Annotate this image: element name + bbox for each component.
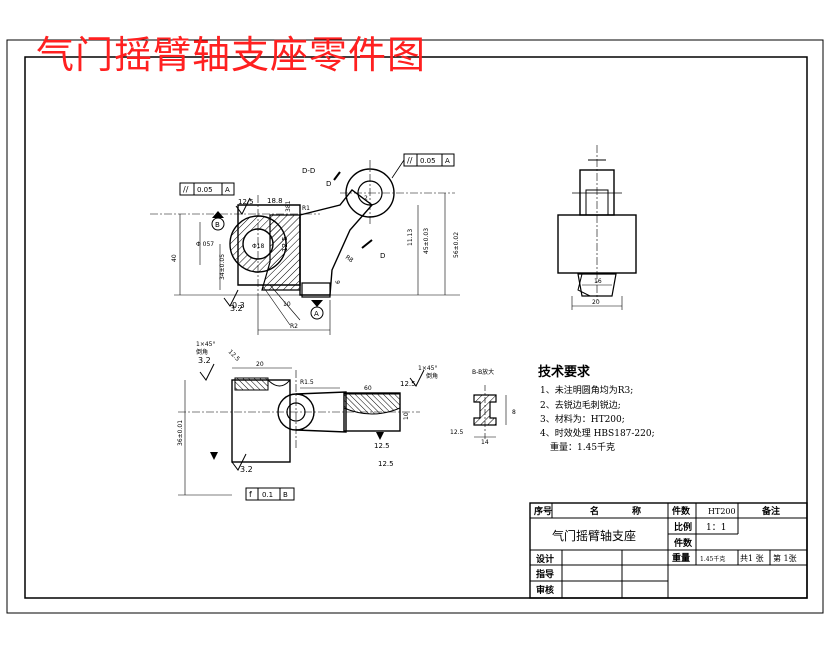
cut-letter-1: D [326, 180, 331, 188]
tb-col-remark: 备注 [761, 505, 780, 517]
tb-guide-label: 指导 [536, 568, 554, 580]
tech-item-1: 1、未注明圆角均为R3; [540, 384, 633, 396]
top-dim-t4: R1.5 [300, 379, 314, 386]
top-note-left-2: 倒角 [196, 348, 208, 356]
tb-sheets: 共1 张 [740, 554, 764, 563]
top-dim-t1: 12.5 [227, 348, 242, 363]
drawing-title: 气门摇臂轴支座零件图 [36, 33, 427, 77]
tb-weight-label: 重量 [672, 552, 690, 564]
tb-scale-label: 比例 [674, 521, 692, 533]
top-dim-t6: 12.5 [400, 380, 416, 388]
front-section-label: D-D [302, 167, 315, 175]
tech-item-2: 2、去锐边毛刺锐边; [540, 399, 621, 411]
tech-item-4: 4、时效处理 HBS187-220; [540, 427, 655, 439]
front-tol-top-datum: A [445, 157, 450, 165]
dim-d9: 2 [364, 195, 368, 202]
front-tol-left-datum: A [225, 186, 230, 194]
section-b-dim3: 8 [512, 409, 516, 416]
dim-d16: R1 [302, 205, 310, 212]
dim-d15: 0.3 [232, 301, 245, 310]
dim-d3: Φ18 [252, 243, 265, 250]
top-note-right: 1×45° [418, 365, 437, 372]
side-view [557, 145, 637, 310]
dim-d11: 6 [335, 280, 342, 284]
title-block [529, 502, 808, 599]
dim-d12: R8 [344, 254, 355, 264]
tb-material: HT200 [708, 507, 736, 516]
top-dim-t5: 60 [364, 385, 372, 392]
dim-d10: 40 [171, 254, 178, 262]
dim-d5: 34±0.05 [219, 254, 226, 280]
top-dim-t2: 3.2 [198, 356, 211, 365]
section-b-view [473, 385, 507, 440]
tech-item-3: 3、材料为：HT200; [540, 413, 625, 425]
roughness-2: 3.2 [230, 304, 243, 313]
top-note-right-2: 倒角 [426, 372, 438, 380]
front-tol-top-symbol: // [407, 156, 413, 165]
tb-col-no: 序号 [534, 505, 552, 517]
datum-b-label: B [215, 221, 220, 229]
tb-scale-value: 1：1 [706, 523, 726, 533]
top-dim-t10: 12.5 [374, 442, 390, 450]
tb-col-qty: 件数 [672, 505, 691, 517]
front-tol-top-value: 0.05 [420, 157, 436, 165]
tb-pieces-label: 件数 [674, 537, 693, 549]
tech-weight: 重量：1.45千克 [550, 441, 615, 453]
side-dim-inner: 16 [594, 278, 602, 285]
dim-d13: 45±0.03 [423, 228, 430, 254]
section-b-dim1: 12.5 [450, 429, 464, 436]
top-tol-symbol: f [249, 490, 252, 499]
tb-sheet-no: 第 1张 [773, 553, 797, 563]
cut-letter-2: D [380, 252, 385, 260]
tb-part-name: 气门摇臂轴支座 [552, 528, 636, 543]
top-dim-t11: 12.5 [378, 460, 394, 468]
inner-frame [24, 56, 808, 599]
datum-a-label: A [314, 310, 319, 318]
outer-frame [6, 39, 824, 614]
front-tol-left-value: 0.05 [197, 186, 213, 194]
dim-d2: 381 [285, 200, 292, 212]
top-dim-t3: 20 [256, 361, 264, 368]
dim-d6: 12.5 [281, 236, 289, 252]
tb-design-label: 设计 [536, 553, 554, 565]
front-view [150, 153, 460, 335]
dim-d1: 18.8 [267, 197, 283, 205]
top-dim-t7: 36±0.01 [177, 420, 184, 446]
front-tol-left-symbol: // [183, 185, 189, 194]
side-dim-bottom: 20 [592, 299, 600, 306]
dim-d14: 10 [283, 301, 291, 308]
tech-heading: 技术要求 [538, 364, 591, 380]
top-note-left: 1×45° [196, 341, 215, 348]
dim-d8: 56±0.02 [453, 232, 460, 258]
roughness-1: 12.5 [238, 198, 254, 206]
top-dim-t8: 3.2 [240, 465, 253, 474]
tb-col-name-2: 称 [632, 505, 641, 517]
top-view [178, 363, 425, 501]
dim-d7: 11.13 [407, 229, 414, 246]
dim-d17: R2 [290, 323, 298, 330]
top-dim-t9: 10 [403, 412, 410, 420]
section-b-dim2: 14 [481, 439, 489, 446]
tb-col-name-1: 名 [590, 505, 599, 517]
top-tol-value: 0.1 [262, 491, 273, 499]
tb-review-label: 审核 [536, 584, 554, 596]
section-b-label: B-B放大 [472, 368, 494, 376]
tb-weight-value: 1.45千克 [700, 555, 725, 563]
top-tol-datum: B [283, 491, 288, 499]
dim-d4: Φ 057 [196, 241, 214, 248]
